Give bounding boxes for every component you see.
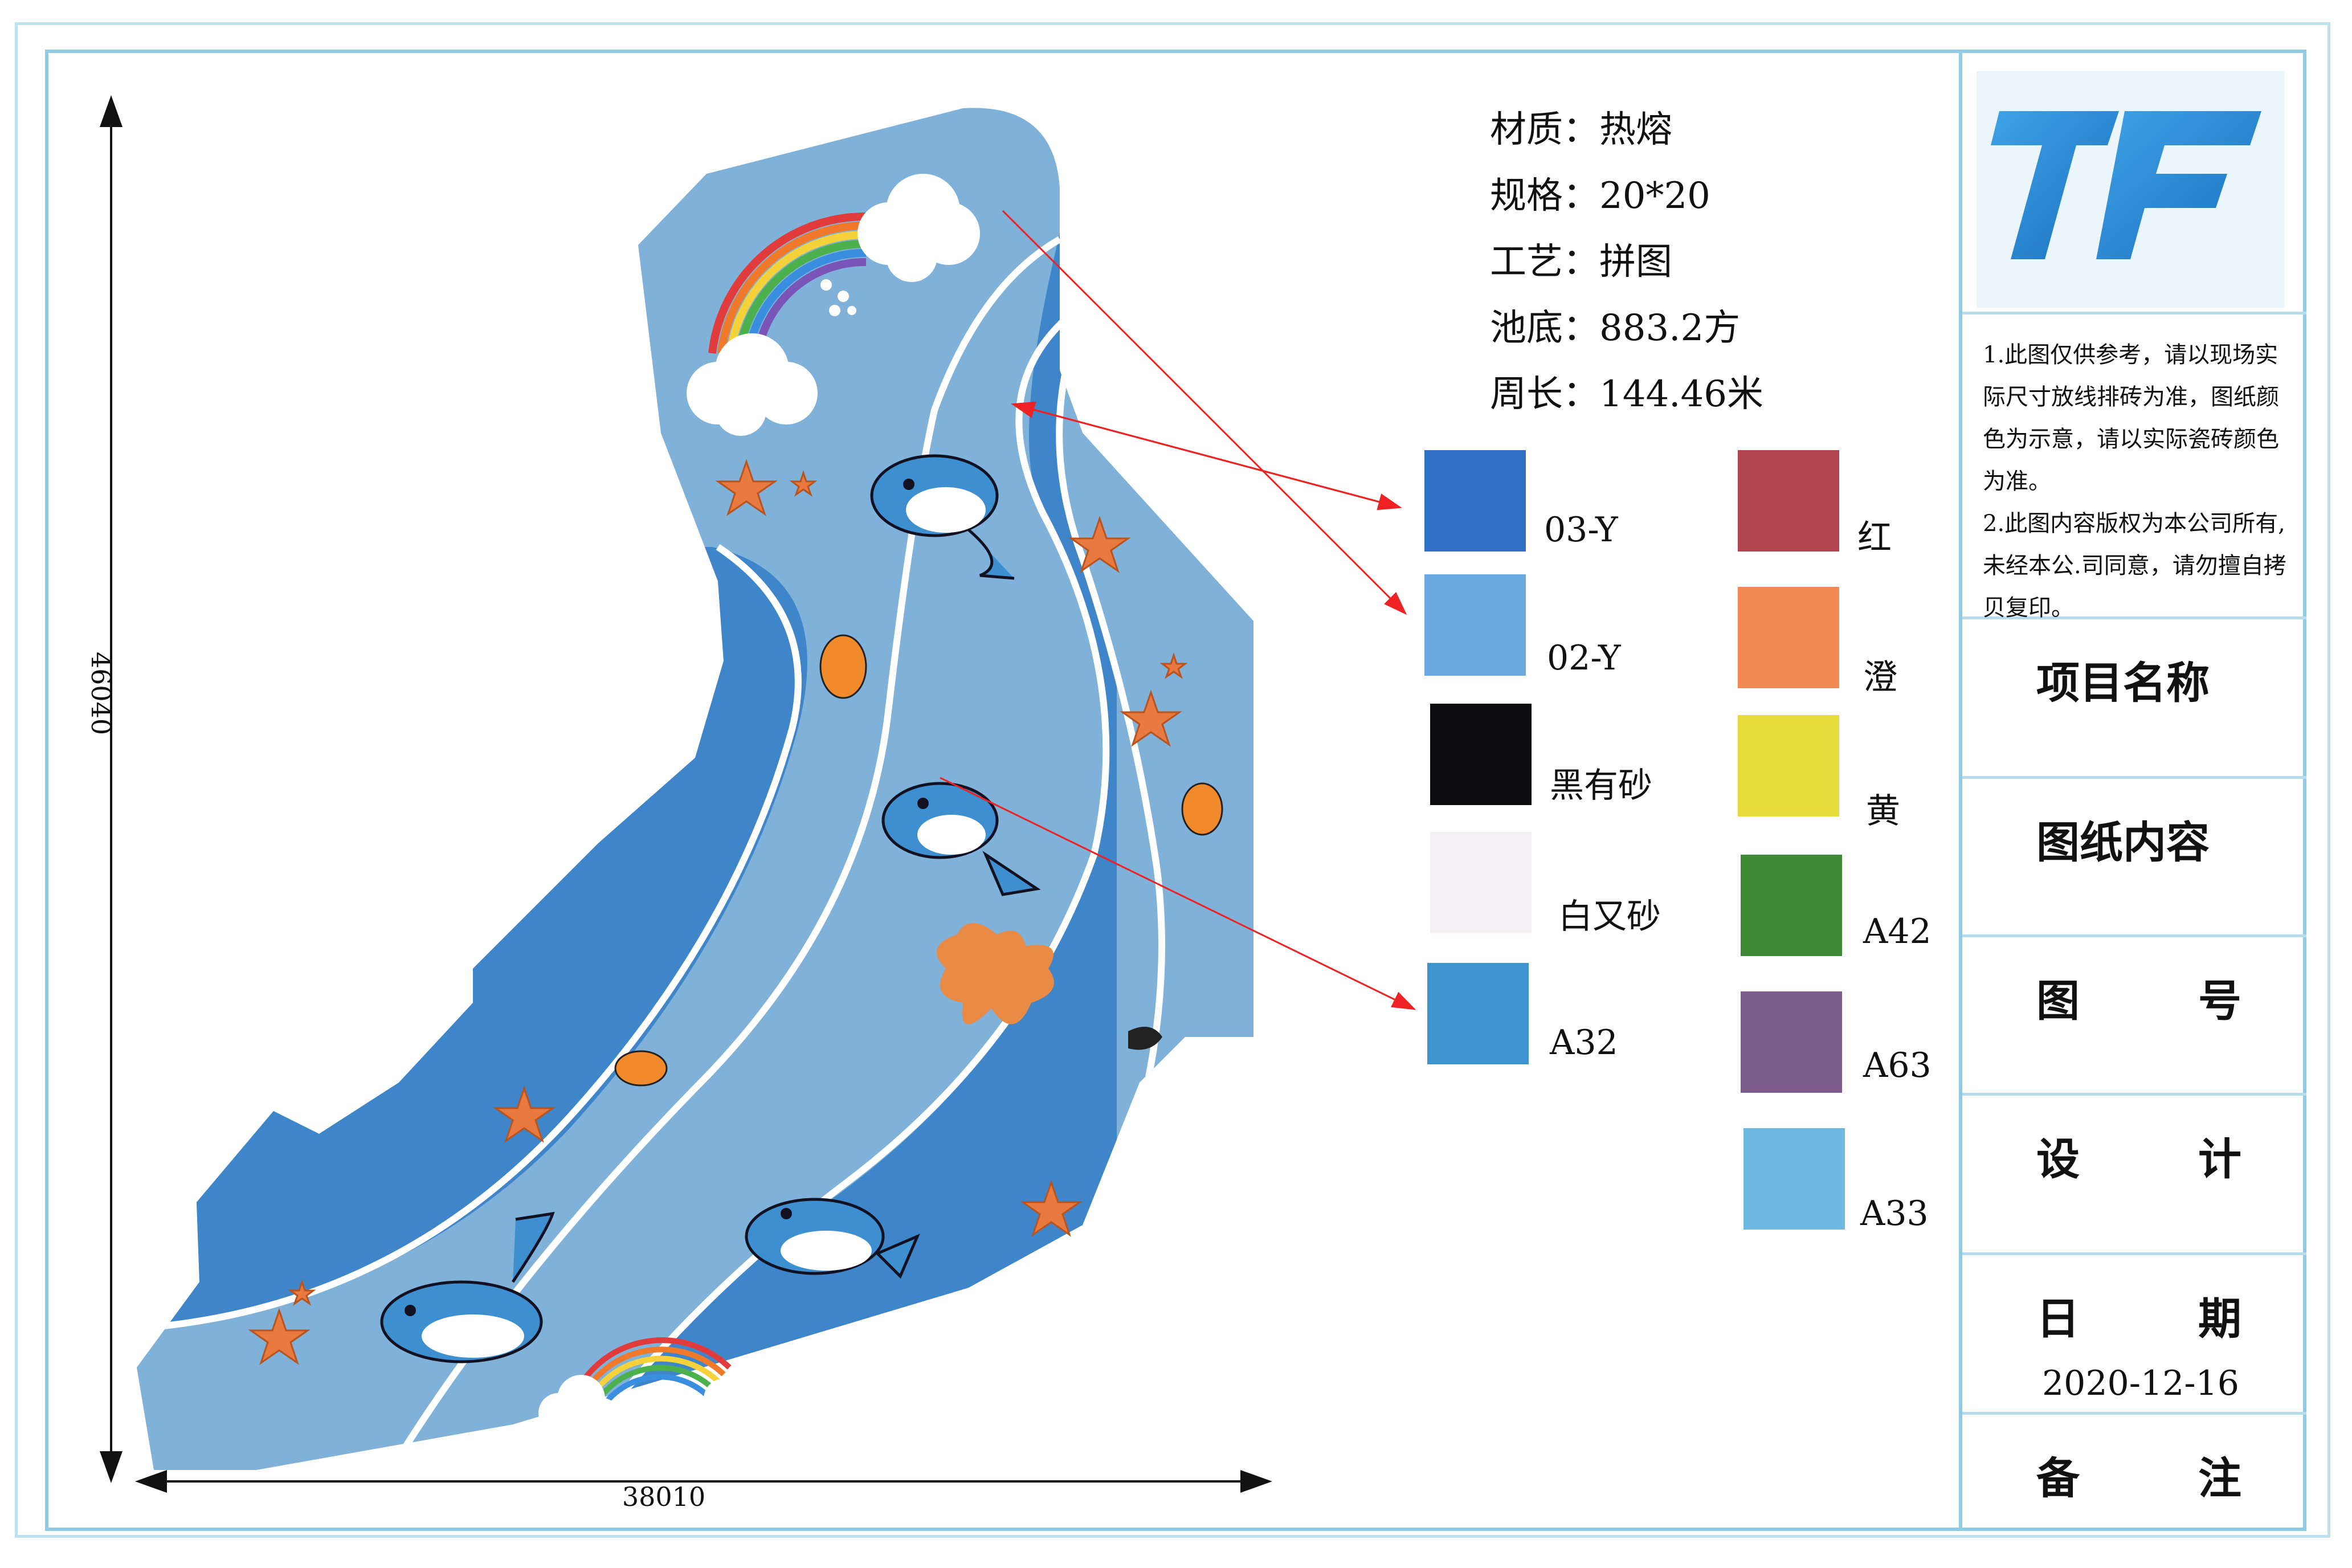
design-row: 设计 <box>1962 1096 2306 1255</box>
project-name-row: 项目名称 <box>1962 619 2306 779</box>
dolphin-icon-4 <box>745 1198 920 1279</box>
cloud-icon <box>687 174 980 436</box>
swatch-orange <box>1738 587 1839 688</box>
date-row: 日期 2020-12-16 <box>1962 1255 2306 1415</box>
spec-craft: 工艺：拼图 <box>1490 241 1672 283</box>
date-value: 2020-12-16 <box>2042 1363 2239 1403</box>
remarks-row: 备注 <box>2036 1453 2241 1504</box>
swatch-label-a42: A42 <box>1863 912 1932 952</box>
swatch-label-orange: 澄 <box>1863 658 1897 697</box>
company-logo <box>1977 71 2284 308</box>
swatch-a33 <box>1743 1128 1845 1230</box>
lane-line-2 <box>367 236 1061 1470</box>
pool-floor <box>137 108 1253 1470</box>
spec-perimeter: 周长：144.46米 <box>1490 373 1763 415</box>
drawing-number-row: 图号 <box>1962 937 2306 1096</box>
swatch-label-a33: A33 <box>1860 1194 1929 1234</box>
splash-icon <box>937 923 1054 1024</box>
height-dimension: 46040 <box>85 651 116 736</box>
title-block-notes: 1.此图仅供参考，请以现场实 际尺寸放线排砖为准，图纸颜 色为示意，请以实际瓷砖… <box>1962 312 2306 621</box>
spec-size: 规格：20*20 <box>1490 175 1710 217</box>
swatch-label-white-sand: 白又砂 <box>1558 897 1661 937</box>
star-icons <box>248 459 1188 1365</box>
swatch-label-red: 红 <box>1857 518 1892 558</box>
lane-line-3 <box>538 316 1110 1470</box>
outer-frame <box>15 22 2330 1538</box>
swatch-02-y <box>1424 574 1526 676</box>
logo-icon <box>1977 71 2284 308</box>
clownfish-icons <box>614 634 1223 1087</box>
swatch-a32 <box>1427 963 1529 1064</box>
swatch-a42 <box>1741 855 1842 956</box>
black-fish-icon <box>1128 1027 1162 1050</box>
swatch-black-sand <box>1430 704 1532 805</box>
lane-dark-middle <box>541 228 1117 1470</box>
spec-material: 材质：热熔 <box>1490 109 1672 151</box>
swatch-label-a32: A32 <box>1550 1023 1618 1063</box>
rainbow-top <box>708 212 867 354</box>
inner-frame <box>45 50 2306 1531</box>
swatch-a63 <box>1741 991 1842 1093</box>
swatch-label-black-sand: 黑有砂 <box>1550 766 1652 806</box>
swatch-label-a63: A63 <box>1863 1046 1932 1085</box>
swatch-yellow <box>1738 715 1839 816</box>
dolphin-icon-3 <box>380 1211 555 1363</box>
swatch-white-sand <box>1430 832 1532 933</box>
spec-list: 材质：热熔 规格：20*20 工艺：拼图 池底：883.2方 周长：144.46… <box>1490 97 1763 427</box>
leader-arrows <box>940 210 1416 1010</box>
cloud-icon-bottom <box>538 1361 785 1434</box>
drawing-content-row: 图纸内容 <box>1962 779 2306 937</box>
lane-line-1 <box>148 544 802 1331</box>
swatch-label-03-y: 03-Y <box>1544 510 1618 550</box>
swatch-label-yellow: 黄 <box>1866 791 1900 831</box>
swatch-red <box>1738 450 1839 552</box>
width-dimension: 38010 <box>622 1481 706 1512</box>
swatch-label-02-y: 02-Y <box>1547 638 1621 678</box>
swatch-03-y <box>1424 450 1526 552</box>
dolphin-icon-1 <box>870 454 1015 580</box>
title-block: 1.此图仅供参考，请以现场实 际尺寸放线排砖为准，图纸颜 色为示意，请以实际瓷砖… <box>1959 50 2306 1531</box>
dolphin-icon-2 <box>881 782 1041 896</box>
spec-floor-area: 池底：883.2方 <box>1490 307 1741 349</box>
